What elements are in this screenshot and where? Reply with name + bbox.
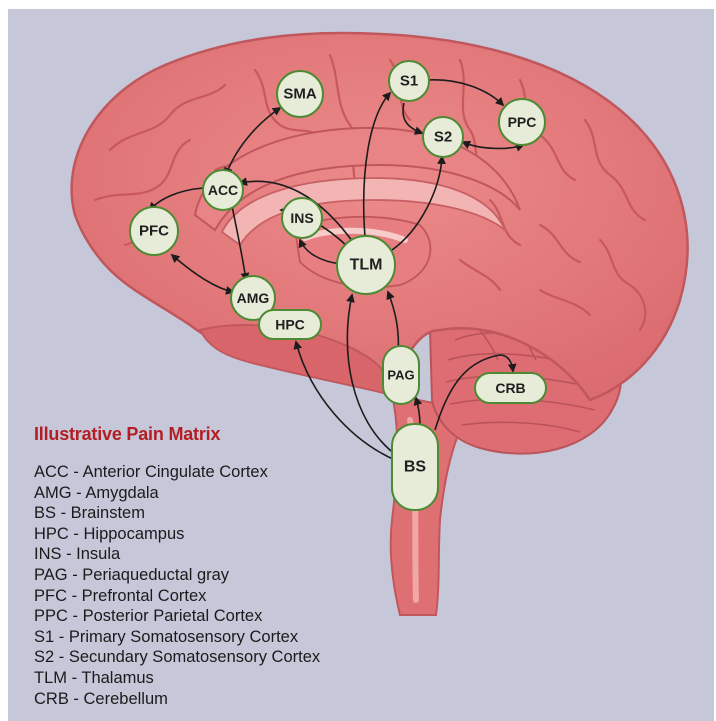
node-s2: S2	[423, 117, 463, 157]
legend-item-bs: BS - Brainstem	[34, 503, 320, 524]
node-ins: INS	[282, 198, 322, 238]
node-pfc: PFC	[130, 207, 178, 255]
legend-item-pag: PAG - Periaqueductal gray	[34, 565, 320, 586]
node-hpc-label: HPC	[275, 317, 305, 333]
node-crb: CRB	[475, 373, 546, 403]
legend-title: Illustrative Pain Matrix	[34, 424, 320, 445]
node-pfc-label: PFC	[139, 223, 169, 240]
legend: Illustrative Pain Matrix ACC - Anterior …	[34, 424, 320, 709]
node-crb-label: CRB	[495, 380, 525, 396]
node-ppc-label: PPC	[508, 114, 537, 130]
legend-list: ACC - Anterior Cingulate Cortex AMG - Am…	[34, 462, 320, 709]
node-pag-label: PAG	[387, 368, 414, 383]
legend-item-s1: S1 - Primary Somatosensory Cortex	[34, 627, 320, 648]
node-ppc: PPC	[499, 99, 545, 145]
node-bs: BS	[392, 424, 438, 510]
node-pag: PAG	[383, 346, 419, 404]
figure-canvas: SMA S1 PPC S2 ACC INS PFC TLM	[8, 9, 714, 721]
node-amg-label: AMG	[237, 290, 270, 306]
node-acc-label: ACC	[208, 182, 238, 198]
legend-item-ins: INS - Insula	[34, 544, 320, 565]
node-hpc: HPC	[259, 310, 321, 339]
node-s2-label: S2	[434, 129, 452, 146]
legend-item-ppc: PPC - Posterior Parietal Cortex	[34, 606, 320, 627]
node-sma-label: SMA	[283, 86, 317, 103]
legend-item-s2: S2 - Secundary Somatosensory Cortex	[34, 647, 320, 668]
legend-item-hpc: HPC - Hippocampus	[34, 524, 320, 545]
node-sma: SMA	[277, 71, 323, 117]
node-s1-label: S1	[400, 73, 418, 90]
node-tlm-label: TLM	[350, 257, 383, 274]
legend-item-acc: ACC - Anterior Cingulate Cortex	[34, 462, 320, 483]
node-tlm: TLM	[337, 236, 395, 294]
legend-item-pfc: PFC - Prefrontal Cortex	[34, 586, 320, 607]
node-s1: S1	[389, 61, 429, 101]
legend-item-tlm: TLM - Thalamus	[34, 668, 320, 689]
legend-item-crb: CRB - Cerebellum	[34, 689, 320, 710]
node-ins-label: INS	[290, 210, 313, 226]
node-bs-label: BS	[404, 459, 427, 476]
legend-item-amg: AMG - Amygdala	[34, 483, 320, 504]
node-acc: ACC	[203, 170, 243, 210]
